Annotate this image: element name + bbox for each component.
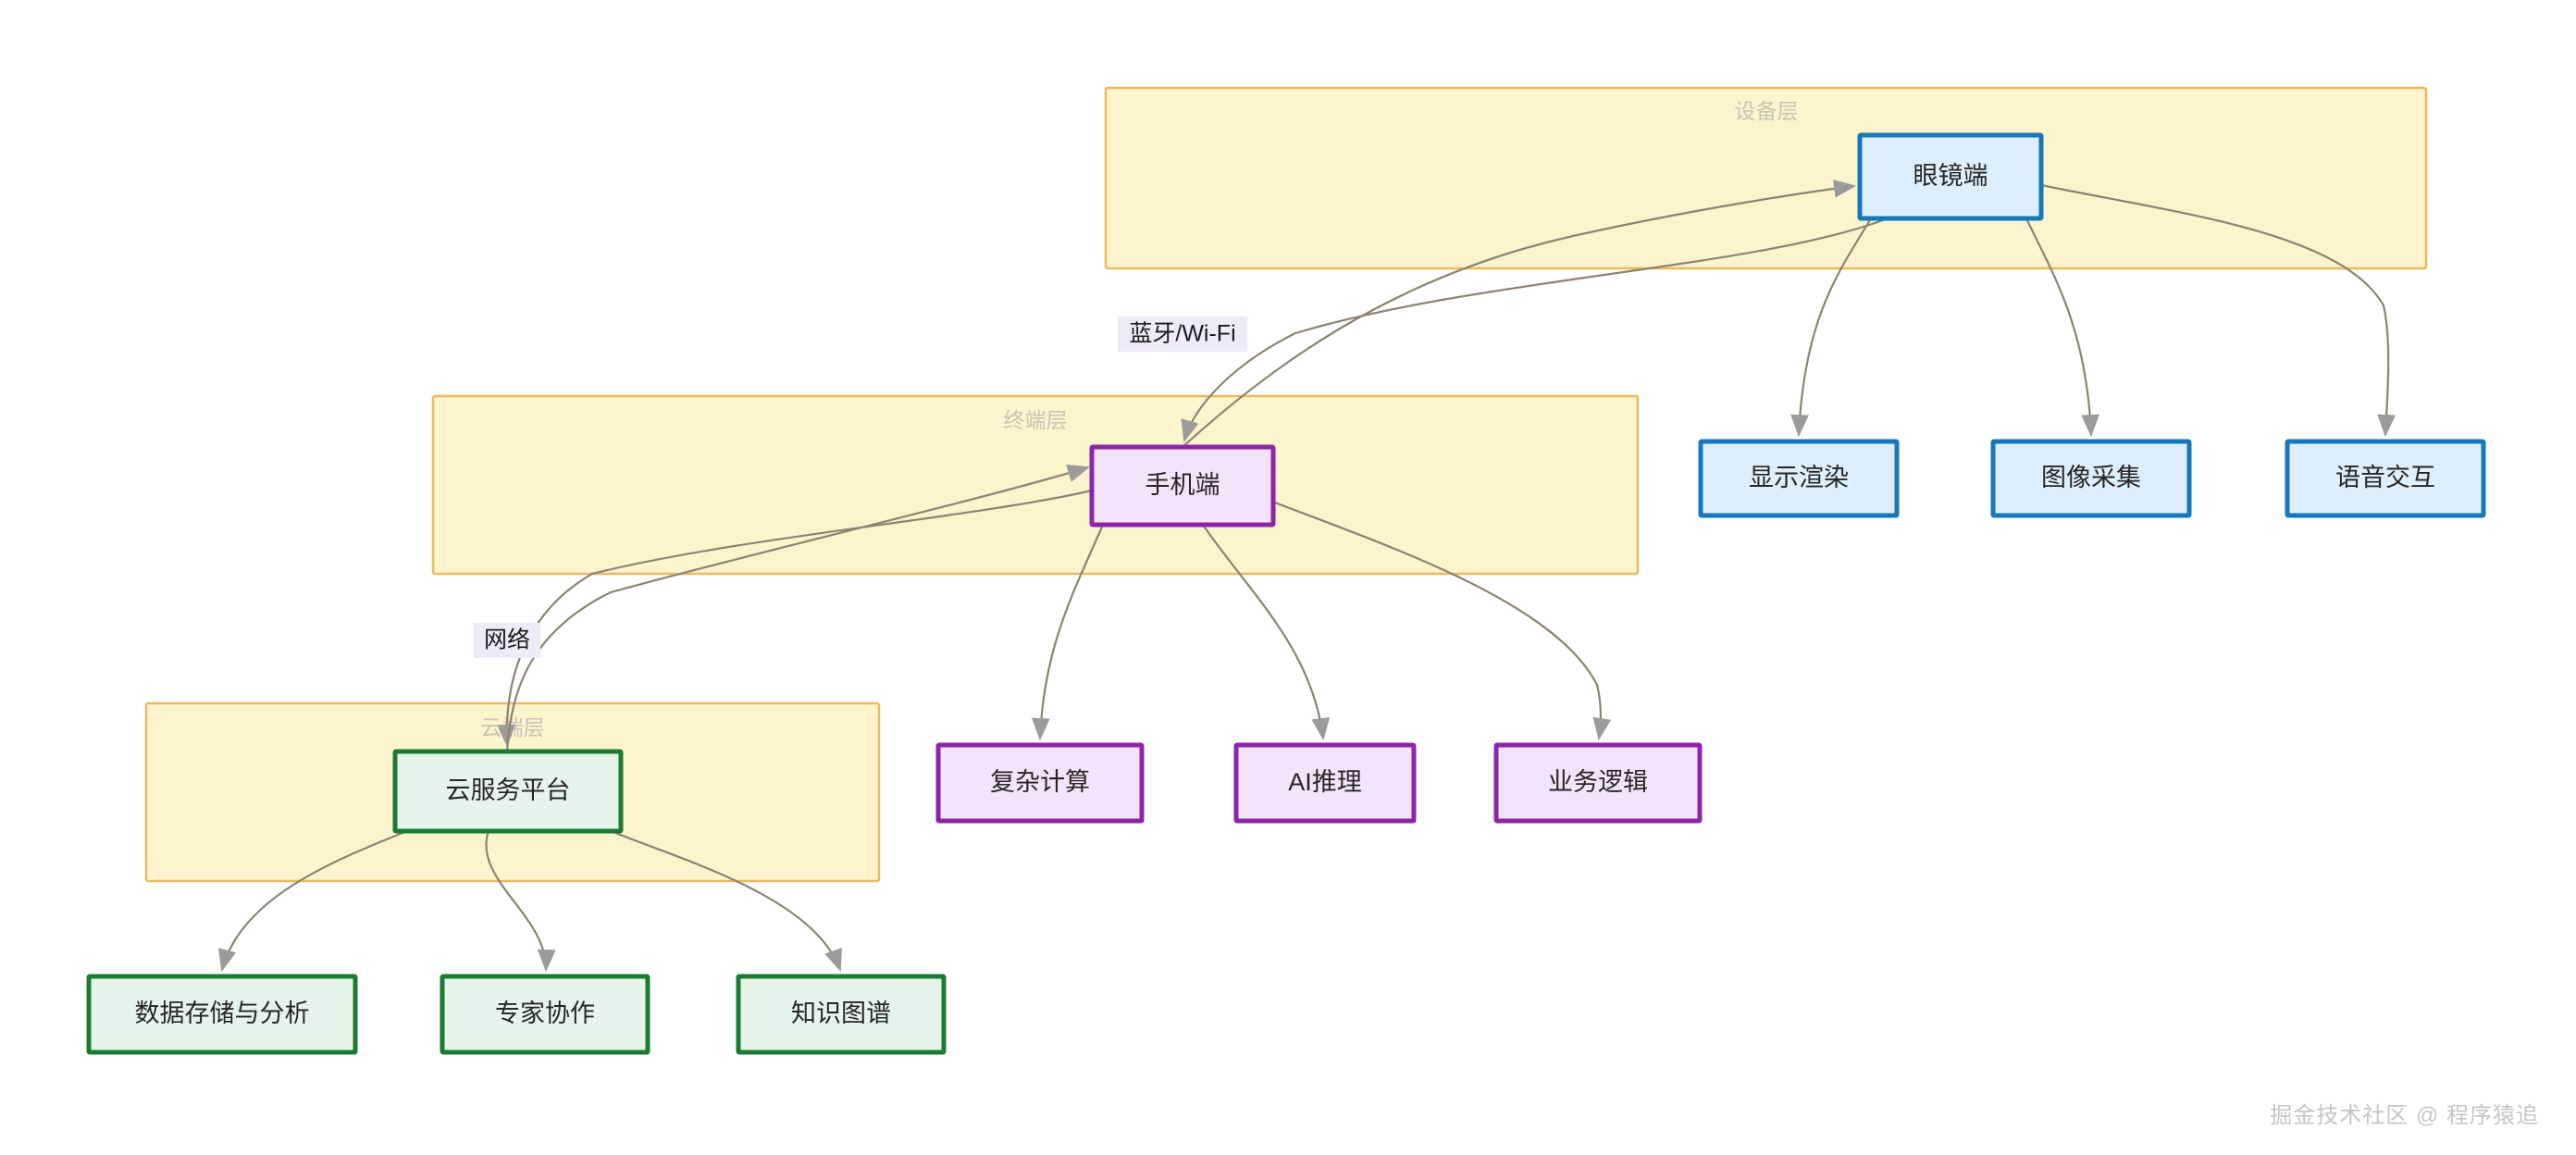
edge-label-group: 蓝牙/Wi-Fi 网络 — [474, 317, 1247, 658]
edge-label-text: 网络 — [484, 627, 530, 653]
edge-label-background — [474, 623, 540, 658]
edge-glasses-to-mobile — [1181, 217, 1889, 443]
node-voice-interaction[interactable]: 语音交互 — [2285, 439, 2486, 518]
node-image-capture[interactable]: 图像采集 — [1990, 439, 2192, 518]
node-label: 云服务平台 — [446, 776, 571, 804]
node-box[interactable] — [736, 974, 947, 1055]
node-box[interactable] — [935, 742, 1145, 824]
edge-mobile-to-business — [1267, 498, 1612, 741]
node-complex-compute[interactable]: 复杂计算 — [935, 742, 1145, 824]
node-display-render[interactable]: 显示渲染 — [1698, 439, 1900, 518]
node-box[interactable] — [86, 974, 358, 1055]
edge-label-edge-mobile-to-cloud: 网络 — [474, 623, 540, 658]
edge-mobile-to-cloud — [497, 489, 1093, 748]
edge-mobile-to-complex — [1032, 524, 1105, 741]
node-label: 图像采集 — [2041, 464, 2141, 491]
edge-cloud-to-expert — [485, 830, 556, 973]
node-label: AI推理 — [1288, 768, 1362, 796]
cluster-terminal-layer: 终端层 — [431, 394, 1640, 576]
node-label: 复杂计算 — [990, 768, 1090, 796]
node-box[interactable] — [1698, 439, 1900, 518]
edge-label-edge-mobile-to-glasses: 蓝牙/Wi-Fi — [1118, 317, 1247, 352]
cluster-label: 终端层 — [1004, 408, 1068, 432]
cluster-label: 设备层 — [1735, 99, 1799, 123]
edge-glasses-to-capture — [2025, 217, 2099, 438]
node-ai-inference[interactable]: AI推理 — [1233, 742, 1417, 824]
node-label: 手机端 — [1146, 471, 1220, 499]
cluster-device-layer: 设备层 — [1104, 86, 2428, 270]
node-box[interactable] — [1089, 444, 1276, 528]
node-label: 知识图谱 — [791, 1000, 891, 1027]
edge-cloud-to-knowledge — [610, 829, 842, 973]
node-box[interactable] — [1233, 742, 1417, 824]
edge-group — [217, 180, 2396, 973]
node-mobile[interactable]: 手机端 — [1089, 444, 1276, 528]
node-label: 数据存储与分析 — [135, 1000, 310, 1027]
node-expert-collaboration[interactable]: 专家协作 — [440, 974, 650, 1055]
node-business-logic[interactable]: 业务逻辑 — [1493, 742, 1703, 824]
node-label: 眼镜端 — [1913, 162, 1988, 190]
node-box[interactable] — [1493, 742, 1703, 824]
node-data-store-analysis[interactable]: 数据存储与分析 — [86, 974, 358, 1055]
watermark: 掘金技术社区 @ 程序猿追 — [2270, 1103, 2539, 1128]
node-knowledge-graph[interactable]: 知识图谱 — [736, 974, 947, 1055]
edge-glasses-to-voice — [2040, 183, 2396, 438]
edge-cloud-to-data — [217, 829, 408, 973]
edge-label-background — [1118, 317, 1247, 352]
node-cloud-platform[interactable]: 云服务平台 — [392, 749, 624, 834]
node-box[interactable] — [1857, 132, 2044, 221]
cluster-label: 云端层 — [481, 715, 545, 739]
node-label: 显示渲染 — [1749, 464, 1849, 491]
edge-glasses-to-display — [1790, 217, 1872, 438]
node-glasses[interactable]: 眼镜端 — [1857, 132, 2044, 221]
node-box[interactable] — [392, 749, 624, 834]
node-label: 专家协作 — [495, 1000, 595, 1027]
node-box[interactable] — [2285, 439, 2486, 518]
edge-mobile-to-ai — [1202, 524, 1331, 741]
cluster-box — [1104, 86, 2428, 270]
node-box[interactable] — [1990, 439, 2192, 518]
cluster-box — [431, 394, 1640, 576]
node-label: 业务逻辑 — [1548, 768, 1648, 796]
edge-cloud-to-mobile — [505, 464, 1091, 752]
node-box[interactable] — [440, 974, 650, 1055]
edge-mobile-to-glasses — [1182, 180, 1857, 448]
node-label: 语音交互 — [2335, 464, 2435, 491]
edge-label-text: 蓝牙/Wi-Fi — [1129, 321, 1235, 347]
